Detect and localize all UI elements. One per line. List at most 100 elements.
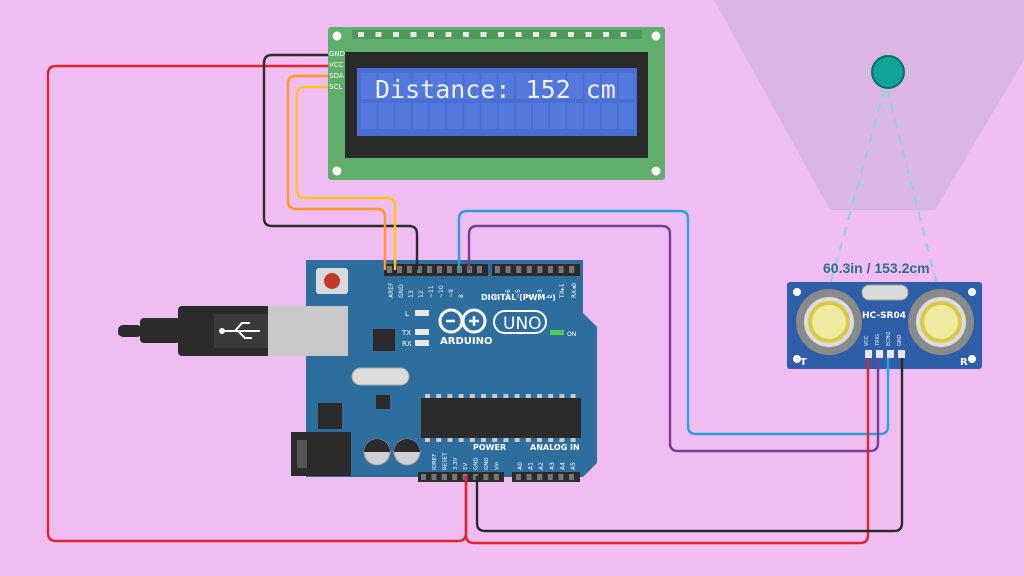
receiver-core [920, 301, 962, 343]
digital-pin-label: GND [398, 284, 405, 298]
chip-pin [503, 394, 509, 398]
digital-pin-hole[interactable] [505, 266, 511, 273]
lcd-char-cell [378, 103, 394, 129]
lcd-char-cell [447, 73, 463, 99]
lcd-char-cell [447, 103, 463, 129]
analog-header [512, 472, 580, 482]
lcd-pin-label-gnd: GND [329, 50, 345, 58]
digital-pin-hole[interactable] [537, 266, 543, 273]
lcd-char-cell [550, 73, 566, 99]
digital-pin-hole[interactable] [397, 266, 402, 273]
lcd-header-hole [428, 32, 434, 37]
chip-pin [525, 394, 531, 398]
wire-black-sensor-gnd[interactable] [475, 358, 904, 533]
digital-pin-hole[interactable] [437, 266, 442, 273]
led-tx-label: TX [401, 329, 411, 337]
analog-pin-hole[interactable] [516, 474, 521, 480]
sensor-pin-echo[interactable] [887, 350, 894, 358]
power-pin-hole[interactable] [483, 474, 489, 480]
digital-pin-hole[interactable] [516, 266, 522, 273]
chip-pin [436, 438, 442, 442]
on-led [550, 330, 564, 335]
wire-blue-trig[interactable] [457, 209, 890, 436]
chip-pin [425, 438, 430, 442]
wire-red-sensor-vcc[interactable] [464, 358, 870, 545]
digital-pin-hole[interactable] [387, 266, 392, 273]
analog-in-label: ANALOG IN [530, 443, 580, 452]
power-pin-label: IOREF [432, 454, 438, 470]
digital-pin-hole[interactable] [526, 266, 532, 273]
lcd-header-hole [550, 32, 557, 37]
chip-pin [537, 438, 542, 442]
sensor-measurement-label: 60.3in / 153.2cm [823, 260, 930, 276]
digital-pin-hole[interactable] [558, 266, 564, 273]
digital-pin-label: AREF [388, 282, 395, 298]
power-pin-hole[interactable] [431, 474, 437, 480]
arduino-brand-label: ARDUINO [440, 336, 492, 347]
analog-pin-label: A2 [538, 462, 545, 470]
digital-pin-hole[interactable] [427, 266, 432, 273]
power-pin-hole[interactable] [421, 474, 426, 480]
lcd-display-text: Distance: 152 cm [375, 75, 616, 104]
analog-pin-hole[interactable] [547, 474, 553, 480]
wire-red-vcc[interactable] [46, 64, 468, 543]
digital-header-label: DIGITAL (PWM~) [481, 293, 556, 302]
digital-pin-hole[interactable] [548, 266, 553, 273]
analog-pin-hole[interactable] [537, 474, 543, 480]
lcd-char-cell [481, 103, 497, 129]
analog-pin-hole[interactable] [558, 474, 564, 480]
digital-pin-hole[interactable] [417, 266, 422, 273]
capacitor-1-top [364, 439, 390, 452]
lcd-char-cell [429, 73, 446, 99]
usb-chip [373, 329, 395, 351]
digital-pin-hole[interactable] [495, 266, 500, 273]
arduino-infinity-logo [438, 308, 487, 334]
power-pin-hole[interactable] [441, 474, 447, 480]
sensor-pin-vcc[interactable] [865, 350, 872, 358]
power-pin-hole[interactable] [473, 474, 478, 480]
chip-pin [537, 394, 542, 398]
digital-pin-label: ~6 [505, 289, 512, 298]
digital-pin-label: 7 [494, 294, 501, 298]
digital-pin-hole[interactable] [407, 266, 412, 273]
lcd-char-cell [498, 103, 514, 129]
ultrasonic-sensor[interactable]: HC-SR04 T R VCC TRIG ECHO GND [787, 282, 982, 369]
lcd-char-cell [567, 103, 583, 129]
power-jack-inner [297, 440, 307, 468]
wire-yellow-scl[interactable] [295, 85, 397, 270]
power-pin-hole[interactable] [452, 474, 458, 480]
power-pin-label: GND [484, 457, 490, 470]
digital-pin-hole[interactable] [477, 266, 482, 273]
wire-purple-echo[interactable] [467, 224, 880, 453]
lcd-module[interactable]: Distance: 152 cm GND VCC SDA SCL [328, 27, 665, 180]
lcd-char-cell [601, 103, 618, 129]
sensor-mount-hole [793, 288, 801, 296]
chip-pin [447, 438, 453, 442]
sensor-pin-gnd[interactable] [898, 350, 905, 358]
analog-pin-hole[interactable] [526, 474, 532, 480]
digital-pin-label: 13 [408, 290, 415, 298]
analog-pin-hole[interactable] [569, 474, 574, 480]
chip-pin [559, 394, 565, 398]
uno-badge [493, 310, 547, 334]
digital-pin-hole[interactable] [447, 266, 452, 273]
lcd-header-holes [358, 32, 627, 37]
lcd-char-cell [464, 103, 480, 129]
wire-black-gnd-lcd[interactable] [262, 53, 419, 270]
wires [46, 53, 904, 545]
power-pin-hole[interactable] [493, 474, 499, 480]
chip-pin [492, 394, 498, 398]
chip-pin [559, 438, 565, 442]
chip-pin [492, 438, 498, 442]
reset-button[interactable] [324, 273, 340, 289]
sensor-beam-left [829, 87, 886, 286]
wire-orange-sda[interactable] [286, 74, 387, 270]
digital-pin-hole[interactable] [569, 266, 575, 273]
sensor-t-mark: T [800, 357, 807, 368]
sensor-pin-trig[interactable] [876, 350, 883, 358]
sensor-beam-right [886, 87, 938, 286]
chip-pin [469, 394, 475, 398]
sensor-target-object[interactable] [871, 55, 905, 89]
power-pin-label: RESET [442, 452, 448, 470]
